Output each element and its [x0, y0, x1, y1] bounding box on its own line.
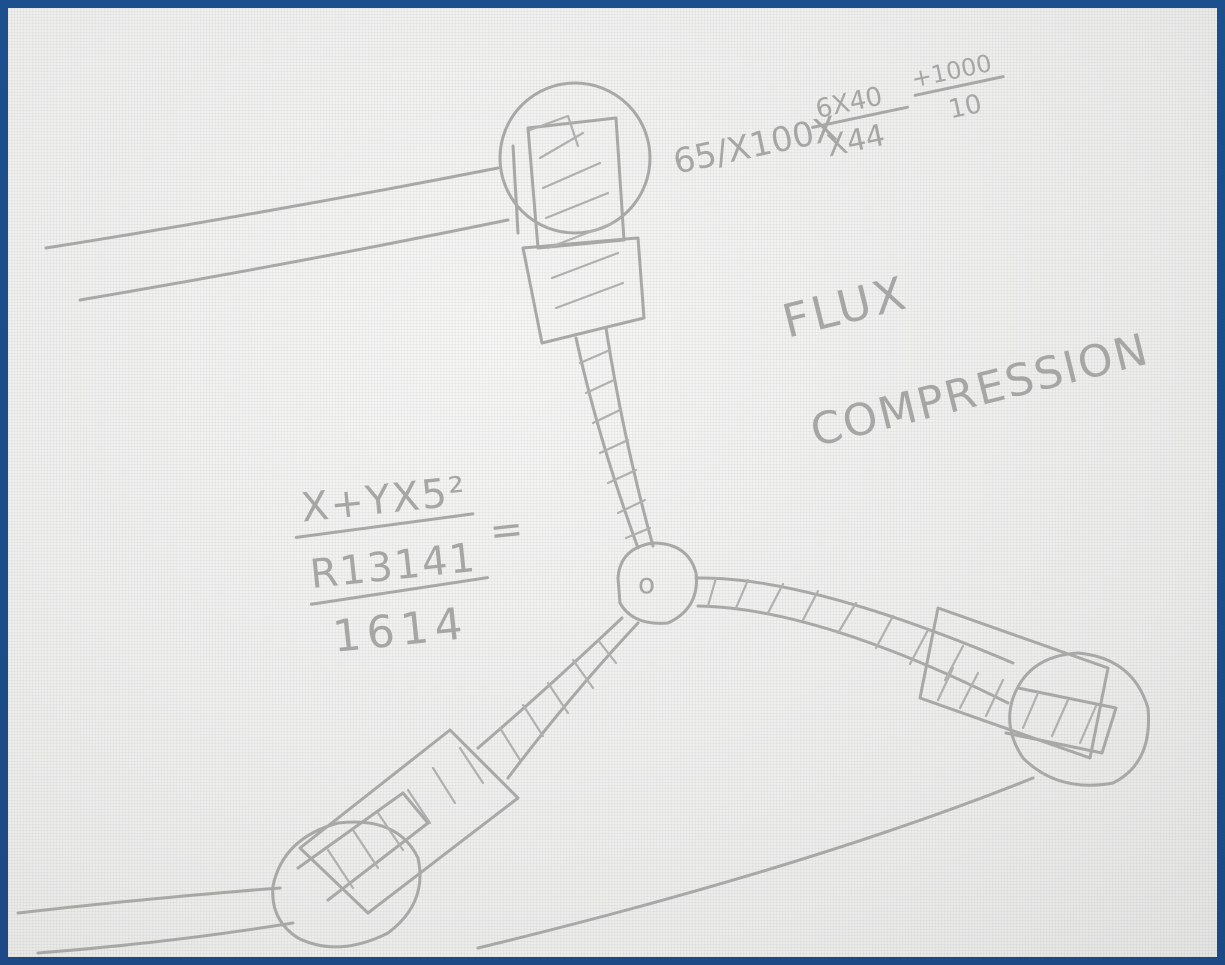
flux-capacitor-sketch: o FLUX COMPRESSION 65/X100X 6X40 X44 +10…	[16, 49, 1155, 955]
left-formula-middle: R13141	[308, 535, 479, 598]
right-wire	[476, 776, 1035, 950]
top-formula-frac2-bar	[913, 75, 1005, 97]
left-formula-bar-2	[309, 576, 490, 606]
top-electrode-edge	[511, 144, 520, 235]
top-formula-frac1-bar	[811, 105, 909, 129]
left-electrode	[271, 728, 520, 949]
left-formula-denominator: 1614	[330, 598, 471, 663]
left-rod	[476, 616, 640, 780]
right-rod-bottom	[696, 604, 1010, 705]
right-rod-hatching	[706, 576, 965, 682]
title-group-2: COMPRESSION	[806, 324, 1155, 457]
bottom-left-wire-lower	[36, 921, 295, 955]
left-electrode-circle	[271, 820, 422, 949]
right-rod-top	[694, 576, 1015, 665]
left-rod-hatching	[498, 638, 618, 762]
sketch-canvas: o FLUX COMPRESSION 65/X100X 6X40 X44 +10…	[8, 8, 1217, 957]
left-formula-bar-1	[294, 512, 475, 539]
top-formula-lead: 65/X100X	[670, 109, 841, 183]
left-electrode-inner	[296, 791, 430, 902]
title-line-1: FLUX	[777, 265, 913, 348]
left-electrode-hatching	[326, 746, 485, 890]
wire-lower	[78, 218, 510, 302]
top-electrode-housing	[521, 236, 646, 345]
hub-ring	[616, 541, 698, 625]
top-electrode	[498, 81, 652, 345]
top-rod-right	[604, 326, 655, 548]
right-electrode-housing	[918, 606, 1110, 760]
left-electrode-housing	[298, 728, 520, 915]
top-left-wires	[44, 166, 510, 302]
left-formula: X+YX5² R13141 = 1614	[294, 468, 526, 663]
top-rod	[574, 326, 655, 550]
wire-upper	[44, 166, 500, 250]
top-formula-frac2-den: 10	[946, 89, 985, 125]
left-formula-equals: =	[487, 506, 525, 555]
top-electrode-hatching	[528, 114, 625, 310]
right-rod	[694, 576, 1015, 705]
bottom-left-wire-upper	[16, 886, 282, 915]
left-rod-bottom	[506, 621, 640, 780]
title-group: FLUX	[777, 265, 913, 348]
top-formula: 65/X100X 6X40 X44 +1000 10	[670, 49, 1005, 183]
title-line-2: COMPRESSION	[806, 324, 1155, 457]
top-electrode-circle	[498, 81, 652, 235]
right-electrode	[918, 606, 1151, 787]
central-hub	[616, 541, 698, 625]
top-rod-hatching	[578, 348, 652, 540]
right-electrode-circle	[1008, 651, 1151, 787]
right-electrode-inner	[1004, 686, 1118, 755]
right-electrode-hatching	[936, 666, 1098, 745]
hub-mark: o	[638, 567, 655, 600]
left-formula-numerator: X+YX5²	[299, 468, 469, 531]
